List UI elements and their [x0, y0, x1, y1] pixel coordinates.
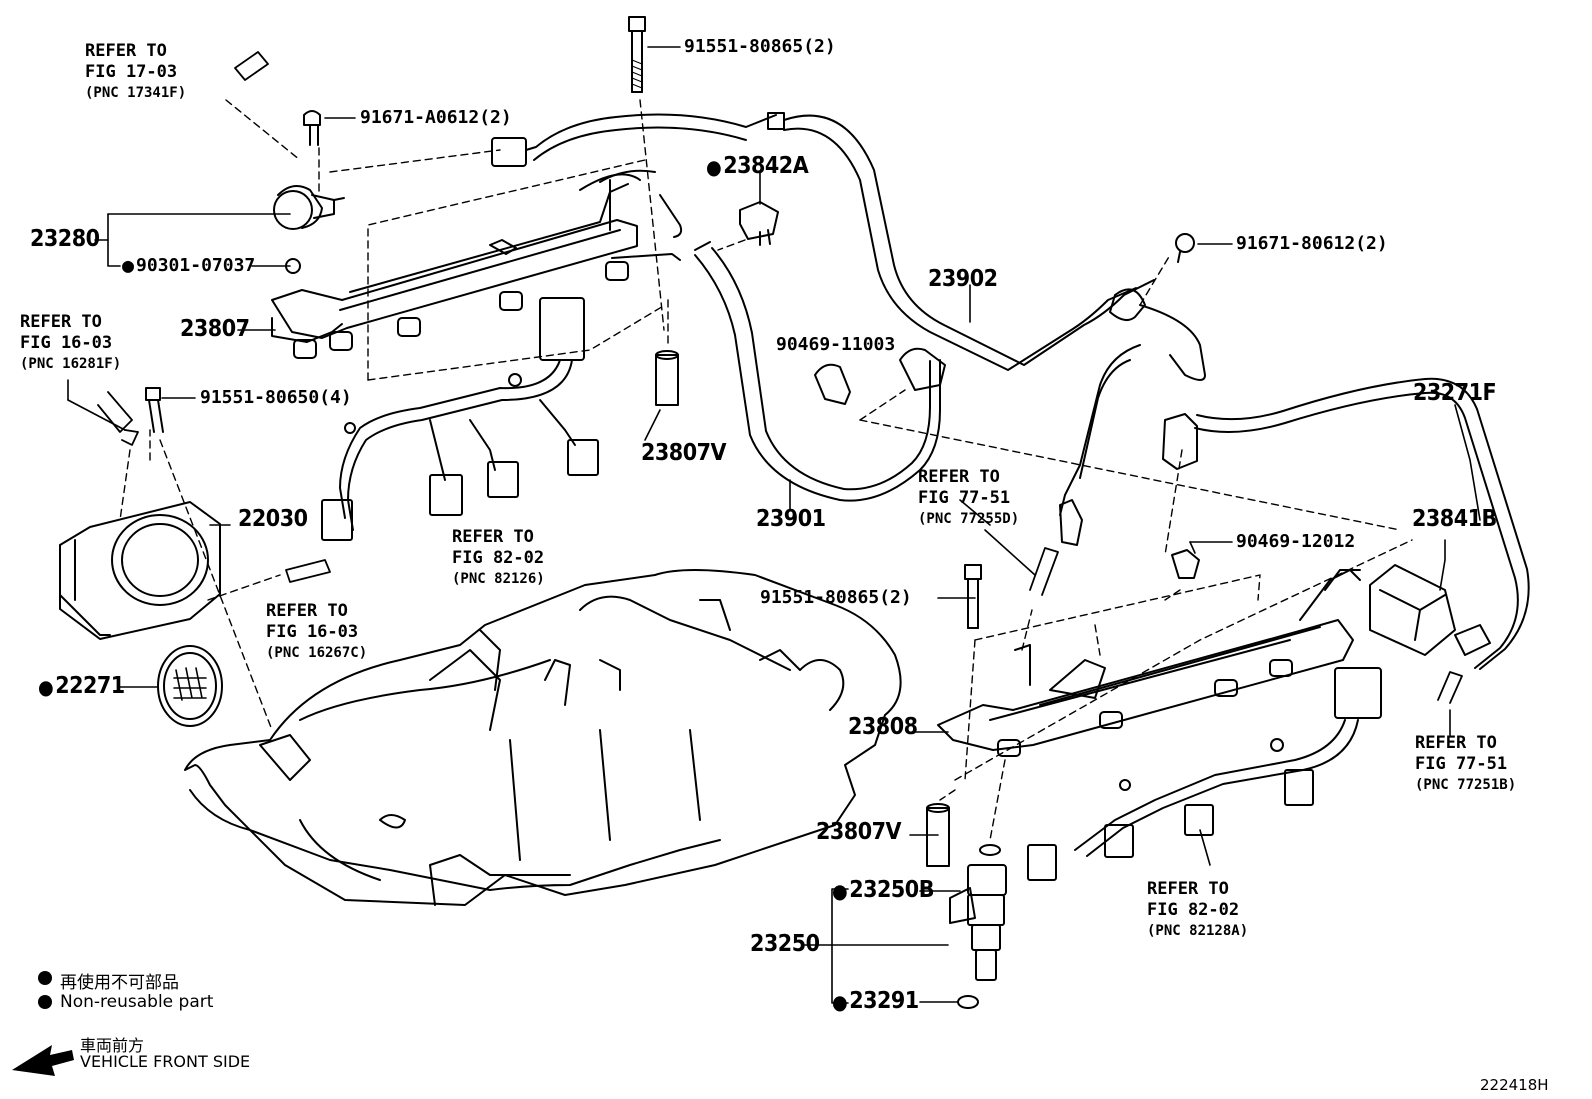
ref-stubs	[97, 51, 1463, 704]
ref-line2: FIG 82-02	[1147, 900, 1240, 920]
label-22030: 22030	[238, 506, 308, 532]
dashed-lines	[119, 99, 1413, 841]
ref-line3: (PNC 77251B)	[1415, 777, 1517, 793]
legend-front-en: VEHICLE FRONT SIDE	[80, 1052, 251, 1071]
bolt-91551-80650	[145, 387, 164, 433]
ref-line2: FIG 77-51	[1415, 754, 1508, 774]
label-91551-80650: 91551-80650(4)	[200, 387, 352, 408]
label-23807v-bottom: 23807V	[816, 819, 902, 845]
valve-23841b	[1369, 564, 1456, 656]
ref-line1: REFER TO	[1415, 733, 1497, 753]
throttle-body	[59, 501, 221, 640]
label-23807: 23807	[180, 316, 250, 342]
label-23808: 23808	[848, 714, 918, 740]
ref-fig-17-03: REFER TO FIG 17-03 (PNC 17341F)	[85, 41, 186, 104]
ref-line1: REFER TO	[266, 601, 348, 621]
ref-line1: REFER TO	[1147, 879, 1229, 899]
bolt-91671-80612	[1175, 233, 1195, 263]
hose-23271f	[1162, 377, 1530, 670]
ref-line1: REFER TO	[452, 527, 534, 547]
ref-fig-16-03-b: REFER TO FIG 16-03 (PNC 16267C)	[266, 601, 367, 664]
label-91551-80865-mid: 91551-80865(2)	[760, 587, 912, 608]
ref-line3: (PNC 16267C)	[266, 645, 368, 661]
label-23842a: 23842A	[706, 155, 809, 178]
insulator-23807v-bottom	[926, 803, 950, 867]
ref-line2: FIG 77-51	[918, 488, 1011, 508]
label-23271f: 23271F	[1413, 380, 1497, 406]
harness-left	[321, 297, 599, 541]
ref-fig-77-51-a: REFER TO FIG 77-51 (PNC 77255D)	[918, 467, 1019, 530]
ref-line1: REFER TO	[85, 41, 167, 61]
clip-90469-12012	[1171, 549, 1200, 579]
pulsation-damper	[273, 185, 345, 274]
label-23291: 23291	[832, 990, 919, 1013]
label-90469-12012: 90469-12012	[1236, 531, 1356, 552]
fuel-rail-left	[271, 169, 683, 359]
fuel-rail-right	[937, 569, 1361, 757]
bolt-91671-a0612	[303, 110, 321, 146]
label-91671-80612: 91671-80612(2)	[1236, 233, 1388, 254]
legend-front-jp: 車両前方	[80, 1036, 145, 1055]
figure-code: 222418H	[1480, 1076, 1549, 1094]
valve-23842a	[739, 201, 779, 246]
label-23250: 23250	[750, 931, 820, 957]
label-22271: 22271	[38, 675, 125, 698]
label-23841b: 23841B	[1412, 506, 1497, 532]
ref-line2: FIG 17-03	[85, 62, 178, 82]
label-23902: 23902	[928, 266, 998, 292]
ref-line2: FIG 16-03	[266, 622, 359, 642]
hose-connector-right	[1059, 344, 1141, 546]
ref-line3: (PNC 82126)	[452, 571, 545, 587]
legend-non-reusable-en: Non-reusable part	[60, 992, 214, 1012]
hose-23902	[491, 112, 1206, 381]
ref-line1: REFER TO	[918, 467, 1000, 487]
label-23807v-top: 23807V	[641, 440, 727, 466]
ref-line3: (PNC 17341F)	[85, 85, 187, 101]
label-91551-80865-top: 91551-80865(2)	[684, 36, 836, 57]
ref-line2: FIG 82-02	[452, 548, 545, 568]
insulator-23807v-top	[655, 350, 679, 406]
hose-23901	[694, 241, 946, 502]
legend-markers	[12, 971, 74, 1076]
ref-fig-82-02-b: REFER TO FIG 82-02 (PNC 82128A)	[1147, 879, 1248, 942]
ref-fig-77-51-b: REFER TO FIG 77-51 (PNC 77251B)	[1415, 733, 1516, 796]
harness-right	[1027, 667, 1382, 881]
ref-line3: (PNC 77255D)	[918, 511, 1020, 527]
bolt-mid	[964, 564, 982, 629]
ref-line1: REFER TO	[20, 312, 102, 332]
ref-fig-16-03-a: REFER TO FIG 16-03 (PNC 16281F)	[20, 312, 121, 375]
gasket-22271	[157, 645, 223, 727]
legend-non-reusable-jp: 再使用不可部品	[60, 973, 179, 993]
ref-line3: (PNC 16281F)	[20, 356, 122, 372]
label-90301-07037: 90301-07037	[122, 255, 255, 275]
ref-line2: FIG 16-03	[20, 333, 113, 353]
label-23250b: 23250B	[832, 879, 934, 902]
clip-90469-11003	[814, 363, 851, 405]
label-91671-a0612: 91671-A0612(2)	[360, 107, 512, 128]
ref-line3: (PNC 82128A)	[1147, 923, 1249, 939]
ref-fig-82-02-a: REFER TO FIG 82-02 (PNC 82126)	[452, 527, 545, 590]
label-90469-11003: 90469-11003	[776, 334, 896, 355]
injector-23250	[949, 844, 1007, 1009]
bolt-top	[628, 16, 646, 93]
intake-manifold	[184, 569, 902, 906]
label-23901: 23901	[756, 506, 826, 532]
label-23280: 23280	[30, 226, 100, 252]
